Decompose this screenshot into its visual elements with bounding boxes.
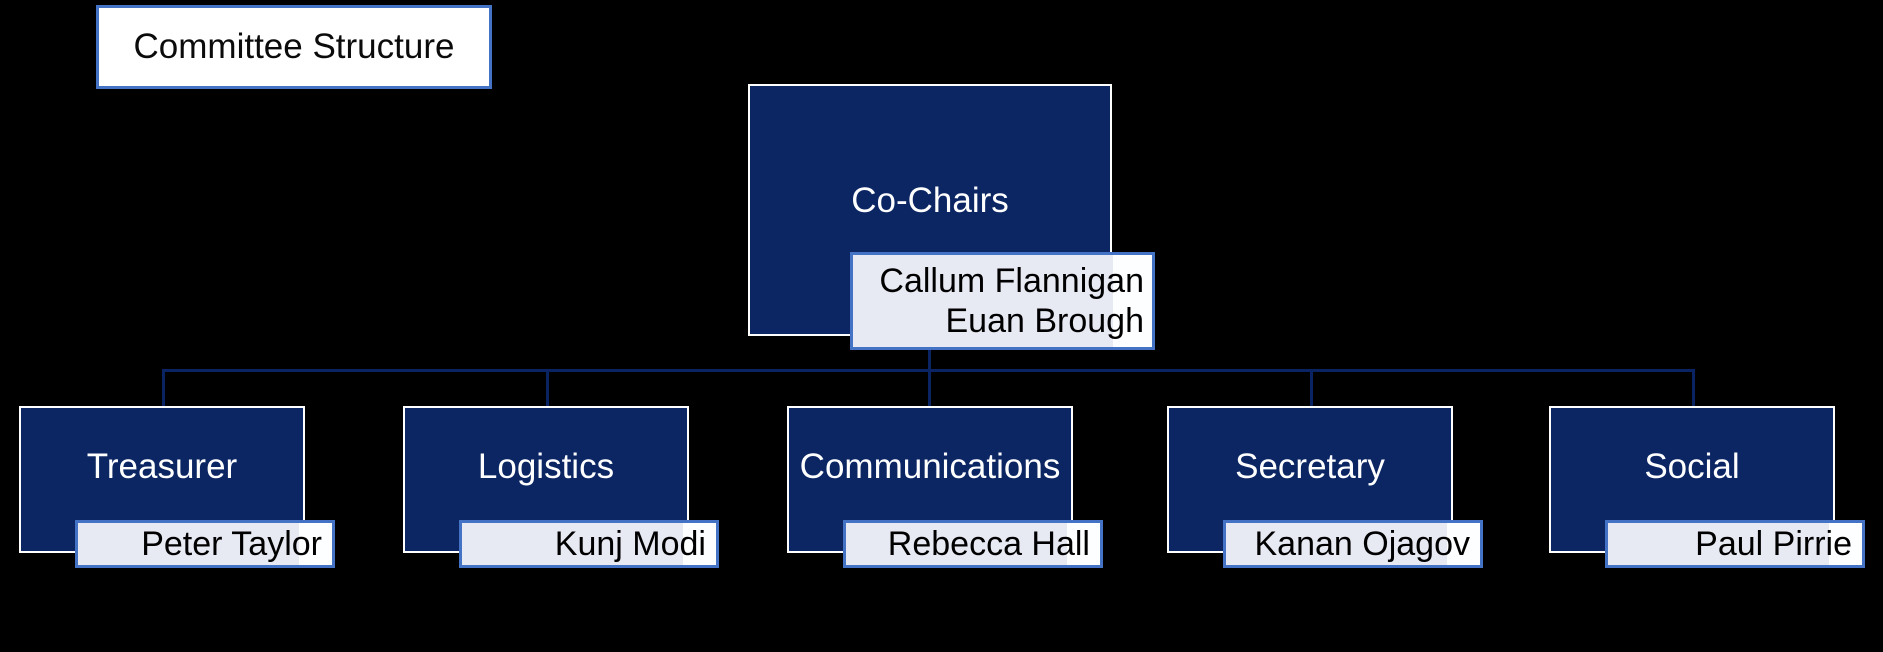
chart-title-box[interactable]: Committee Structure: [96, 5, 492, 89]
node-communications-title: Communications: [799, 447, 1061, 486]
node-co-chairs-title: Co-Chairs: [851, 181, 1009, 220]
logistics-name: Kunj Modi: [554, 524, 706, 563]
communications-name: Rebecca Hall: [887, 524, 1090, 563]
social-name: Paul Pirrie: [1695, 524, 1852, 563]
connector-root-drop: [928, 348, 931, 406]
node-logistics-title: Logistics: [477, 447, 615, 486]
name-tag-secretary[interactable]: Kanan Ojagov: [1223, 520, 1483, 568]
connector-drop-treasurer: [162, 369, 165, 407]
name-tag-logistics[interactable]: Kunj Modi: [459, 520, 719, 568]
name-tag-social[interactable]: Paul Pirrie: [1605, 520, 1865, 568]
node-treasurer-title: Treasurer: [86, 447, 238, 486]
node-secretary-title: Secretary: [1235, 447, 1385, 486]
connector-drop-social: [1692, 369, 1695, 407]
co-chair-name-1: Callum Flannigan: [879, 262, 1144, 300]
name-tag-treasurer[interactable]: Peter Taylor: [75, 520, 335, 568]
co-chair-name-2: Euan Brough: [945, 302, 1145, 340]
node-social-title: Social: [1644, 447, 1740, 486]
connector-drop-secretary: [1310, 369, 1313, 407]
chart-title: Committee Structure: [133, 27, 455, 66]
name-tag-communications[interactable]: Rebecca Hall: [843, 520, 1103, 568]
secretary-name: Kanan Ojagov: [1254, 524, 1471, 563]
connector-drop-logistics: [546, 369, 549, 407]
treasurer-name: Peter Taylor: [141, 524, 322, 563]
node-treasurer[interactable]: Treasurer: [19, 406, 305, 553]
name-tag-co-chairs[interactable]: Callum Flannigan Euan Brough: [850, 252, 1155, 350]
